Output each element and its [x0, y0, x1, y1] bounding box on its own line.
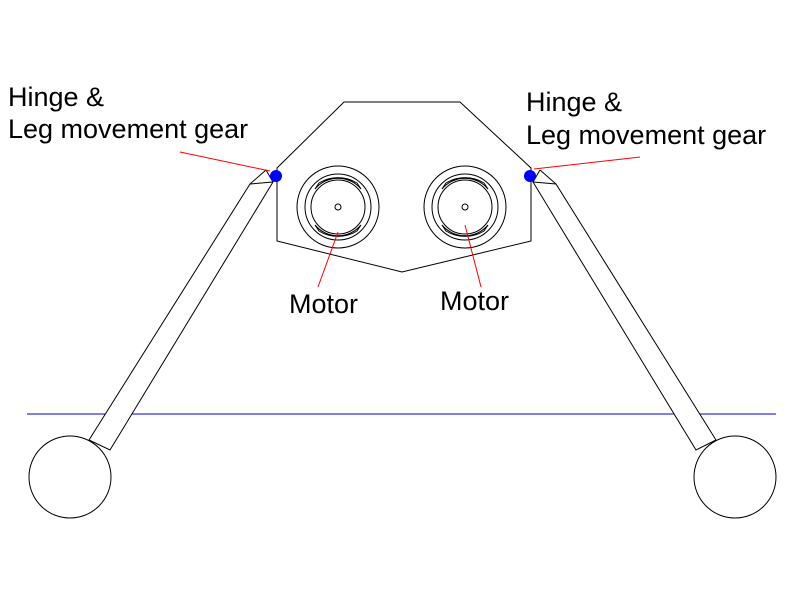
- hinge-left-dot: [270, 170, 282, 182]
- leader-hinge-left: [179, 151, 271, 172]
- robot-body: [276, 101, 532, 273]
- right-leg-bar: [532, 181, 717, 451]
- motor-right-label: Motor: [440, 286, 510, 316]
- leader-motor-left: [317, 231, 339, 288]
- left-leg: [28, 169, 274, 519]
- hinge-left-label-line2: Leg movement gear: [8, 114, 249, 144]
- right-motor: [423, 165, 507, 249]
- left-motor-shaft: [334, 203, 342, 211]
- motor-left-label: Motor: [289, 289, 359, 319]
- hinge-right-label-line2: Leg movement gear: [526, 120, 767, 150]
- leader-motor-right: [464, 224, 482, 288]
- hinge-left-label-line1: Hinge &: [8, 82, 105, 112]
- left-motor: [296, 165, 380, 249]
- hinge-right-dot: [524, 170, 536, 182]
- hinge-right-label-line1: Hinge &: [526, 87, 623, 117]
- left-leg-bar: [88, 181, 274, 451]
- leader-hinge-right: [533, 156, 641, 170]
- right-leg: [532, 169, 777, 519]
- right-motor-shaft: [461, 203, 469, 211]
- left-foot: [28, 435, 112, 519]
- right-foot: [693, 435, 777, 519]
